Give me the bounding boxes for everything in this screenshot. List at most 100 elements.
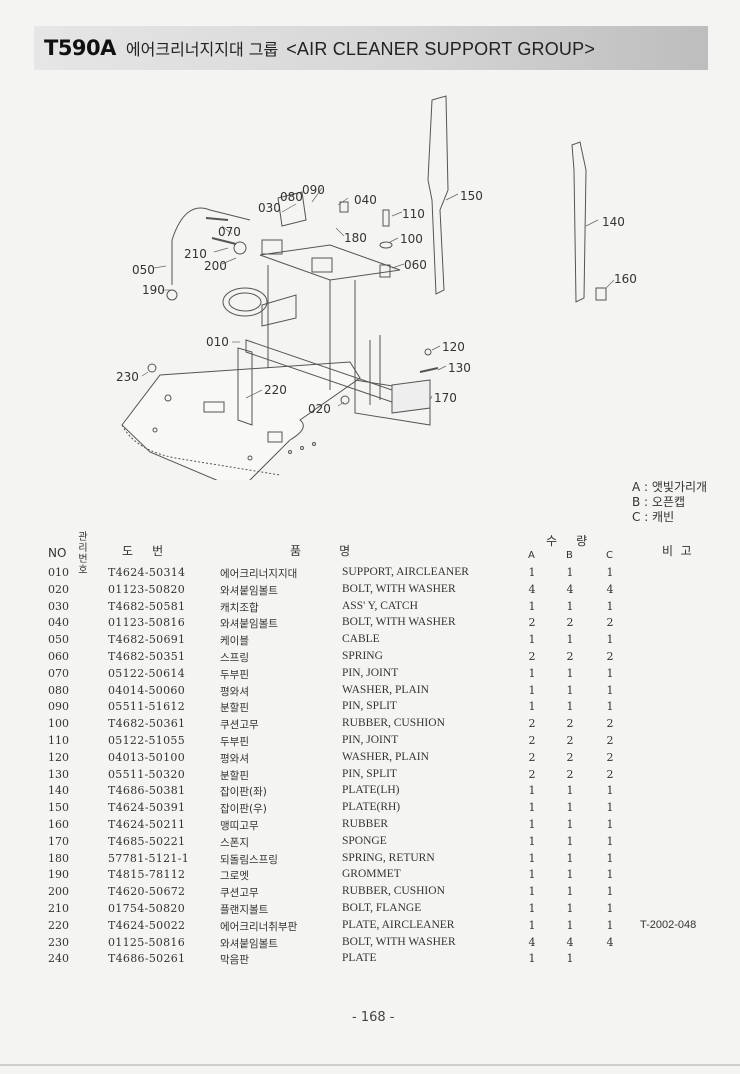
header-qty-a: A — [528, 550, 535, 561]
row-name-ko: 분할핀 — [220, 702, 249, 715]
row-no: 170 — [48, 834, 69, 848]
callout-050: 050 — [132, 263, 155, 277]
row-qty-a: 1 — [528, 784, 536, 798]
row-qty-a: 2 — [528, 717, 536, 731]
row-name-en: RUBBER, CUSHION — [342, 717, 445, 730]
callout-120: 120 — [442, 340, 465, 354]
row-name-ko: 캐치조합 — [220, 601, 259, 614]
row-part-no: 05511-50320 — [108, 767, 186, 781]
row-name-ko: 스폰지 — [220, 836, 249, 849]
callout-060: 060 — [404, 258, 427, 272]
row-no: 230 — [48, 935, 69, 949]
row-qty-b: 4 — [566, 582, 574, 596]
row-part-no: 01123-50820 — [108, 582, 186, 596]
row-name-ko: 잡이판(좌) — [220, 786, 267, 799]
row-qty-b: 2 — [566, 734, 574, 747]
model-number: T590A — [44, 36, 116, 60]
row-part-no: T4620-50672 — [108, 885, 186, 899]
header-qty: 수 량 — [546, 534, 588, 548]
row-qty-a: 1 — [528, 834, 536, 848]
row-name-ko: 와셔붙임볼트 — [220, 584, 278, 597]
row-name-en: SPRING — [342, 650, 383, 662]
row-name-en: BOLT, WITH WASHER — [342, 582, 456, 595]
row-qty-b: 1 — [566, 801, 574, 815]
row-no: 030 — [48, 599, 69, 613]
callout-230: 230 — [116, 370, 139, 384]
row-no: 200 — [48, 885, 69, 899]
page-number: - 168 - — [352, 1010, 395, 1025]
row-name-ko: 쿠션고무 — [220, 719, 259, 732]
row-part-no: T4682-50361 — [108, 717, 186, 731]
header-remarks: 비 고 — [662, 544, 692, 558]
row-part-no: T4682-50351 — [108, 650, 186, 663]
row-name-en: PLATE, AIRCLEANER — [342, 918, 455, 931]
row-qty-c: 2 — [606, 650, 614, 663]
header-name: 품 명 — [290, 544, 351, 558]
row-qty-c: 1 — [606, 834, 614, 848]
row-qty-a: 2 — [528, 734, 536, 747]
row-qty-b: 2 — [566, 717, 574, 731]
row-name-ko: 그로멧 — [220, 870, 249, 883]
row-qty-b: 1 — [566, 885, 574, 899]
header-no: NO — [48, 546, 67, 560]
row-name-ko: 에어크리너지지대 — [220, 568, 298, 580]
row-qty-c: 2 — [606, 750, 614, 764]
row-qty-a: 1 — [528, 700, 536, 714]
row-qty-c: 4 — [606, 935, 614, 949]
row-qty-c: 1 — [606, 885, 614, 899]
row-name-en: CABLE — [342, 633, 380, 646]
row-part-no: 01125-50816 — [108, 935, 186, 949]
row-name-en: BOLT, FLANGE — [342, 902, 422, 914]
footer-line — [0, 1064, 740, 1066]
callout-130: 130 — [448, 361, 471, 375]
row-no: 150 — [48, 801, 69, 815]
row-qty-c: 1 — [606, 633, 614, 647]
row-name-ko: 두부핀 — [220, 736, 249, 748]
title-english: <AIR CLEANER SUPPORT GROUP> — [286, 39, 596, 59]
legend-item-c: C : 캐빈 — [632, 510, 675, 524]
row-name-en: WASHER, PLAIN — [342, 750, 429, 763]
row-name-en: BOLT, WITH WASHER — [342, 616, 456, 629]
row-qty-a: 2 — [528, 650, 536, 663]
callout-220: 220 — [264, 383, 287, 397]
row-no: 160 — [48, 818, 69, 831]
header-qty-b: B — [566, 550, 573, 561]
row-qty-c: 1 — [606, 599, 614, 613]
row-qty-b: 2 — [566, 616, 574, 630]
row-qty-c: 4 — [606, 582, 614, 596]
row-name-en: PIN, JOINT — [342, 666, 399, 679]
row-name-ko: 막음판 — [220, 954, 249, 967]
row-qty-a: 4 — [528, 582, 536, 596]
row-no: 140 — [48, 784, 69, 798]
row-qty-a: 1 — [528, 851, 536, 865]
callout-030: 030 — [258, 201, 281, 215]
row-part-no: T4686-50381 — [108, 784, 186, 798]
row-part-no: T4682-50691 — [108, 633, 186, 647]
row-name-ko: 두부핀 — [220, 668, 249, 681]
row-qty-b: 1 — [566, 834, 574, 848]
row-name-ko: 케이블 — [220, 635, 249, 648]
row-no: 110 — [48, 734, 69, 747]
row-name-ko: 되돌림스프링 — [220, 853, 278, 866]
row-part-no: T4624-50022 — [108, 918, 186, 932]
row-name-ko: 플랜지볼트 — [220, 904, 269, 916]
row-qty-a: 1 — [528, 801, 536, 815]
row-name-en: PLATE(RH) — [342, 801, 401, 814]
row-no: 130 — [48, 767, 69, 781]
row-qty-b: 1 — [566, 633, 574, 647]
row-qty-b: 1 — [566, 683, 574, 697]
